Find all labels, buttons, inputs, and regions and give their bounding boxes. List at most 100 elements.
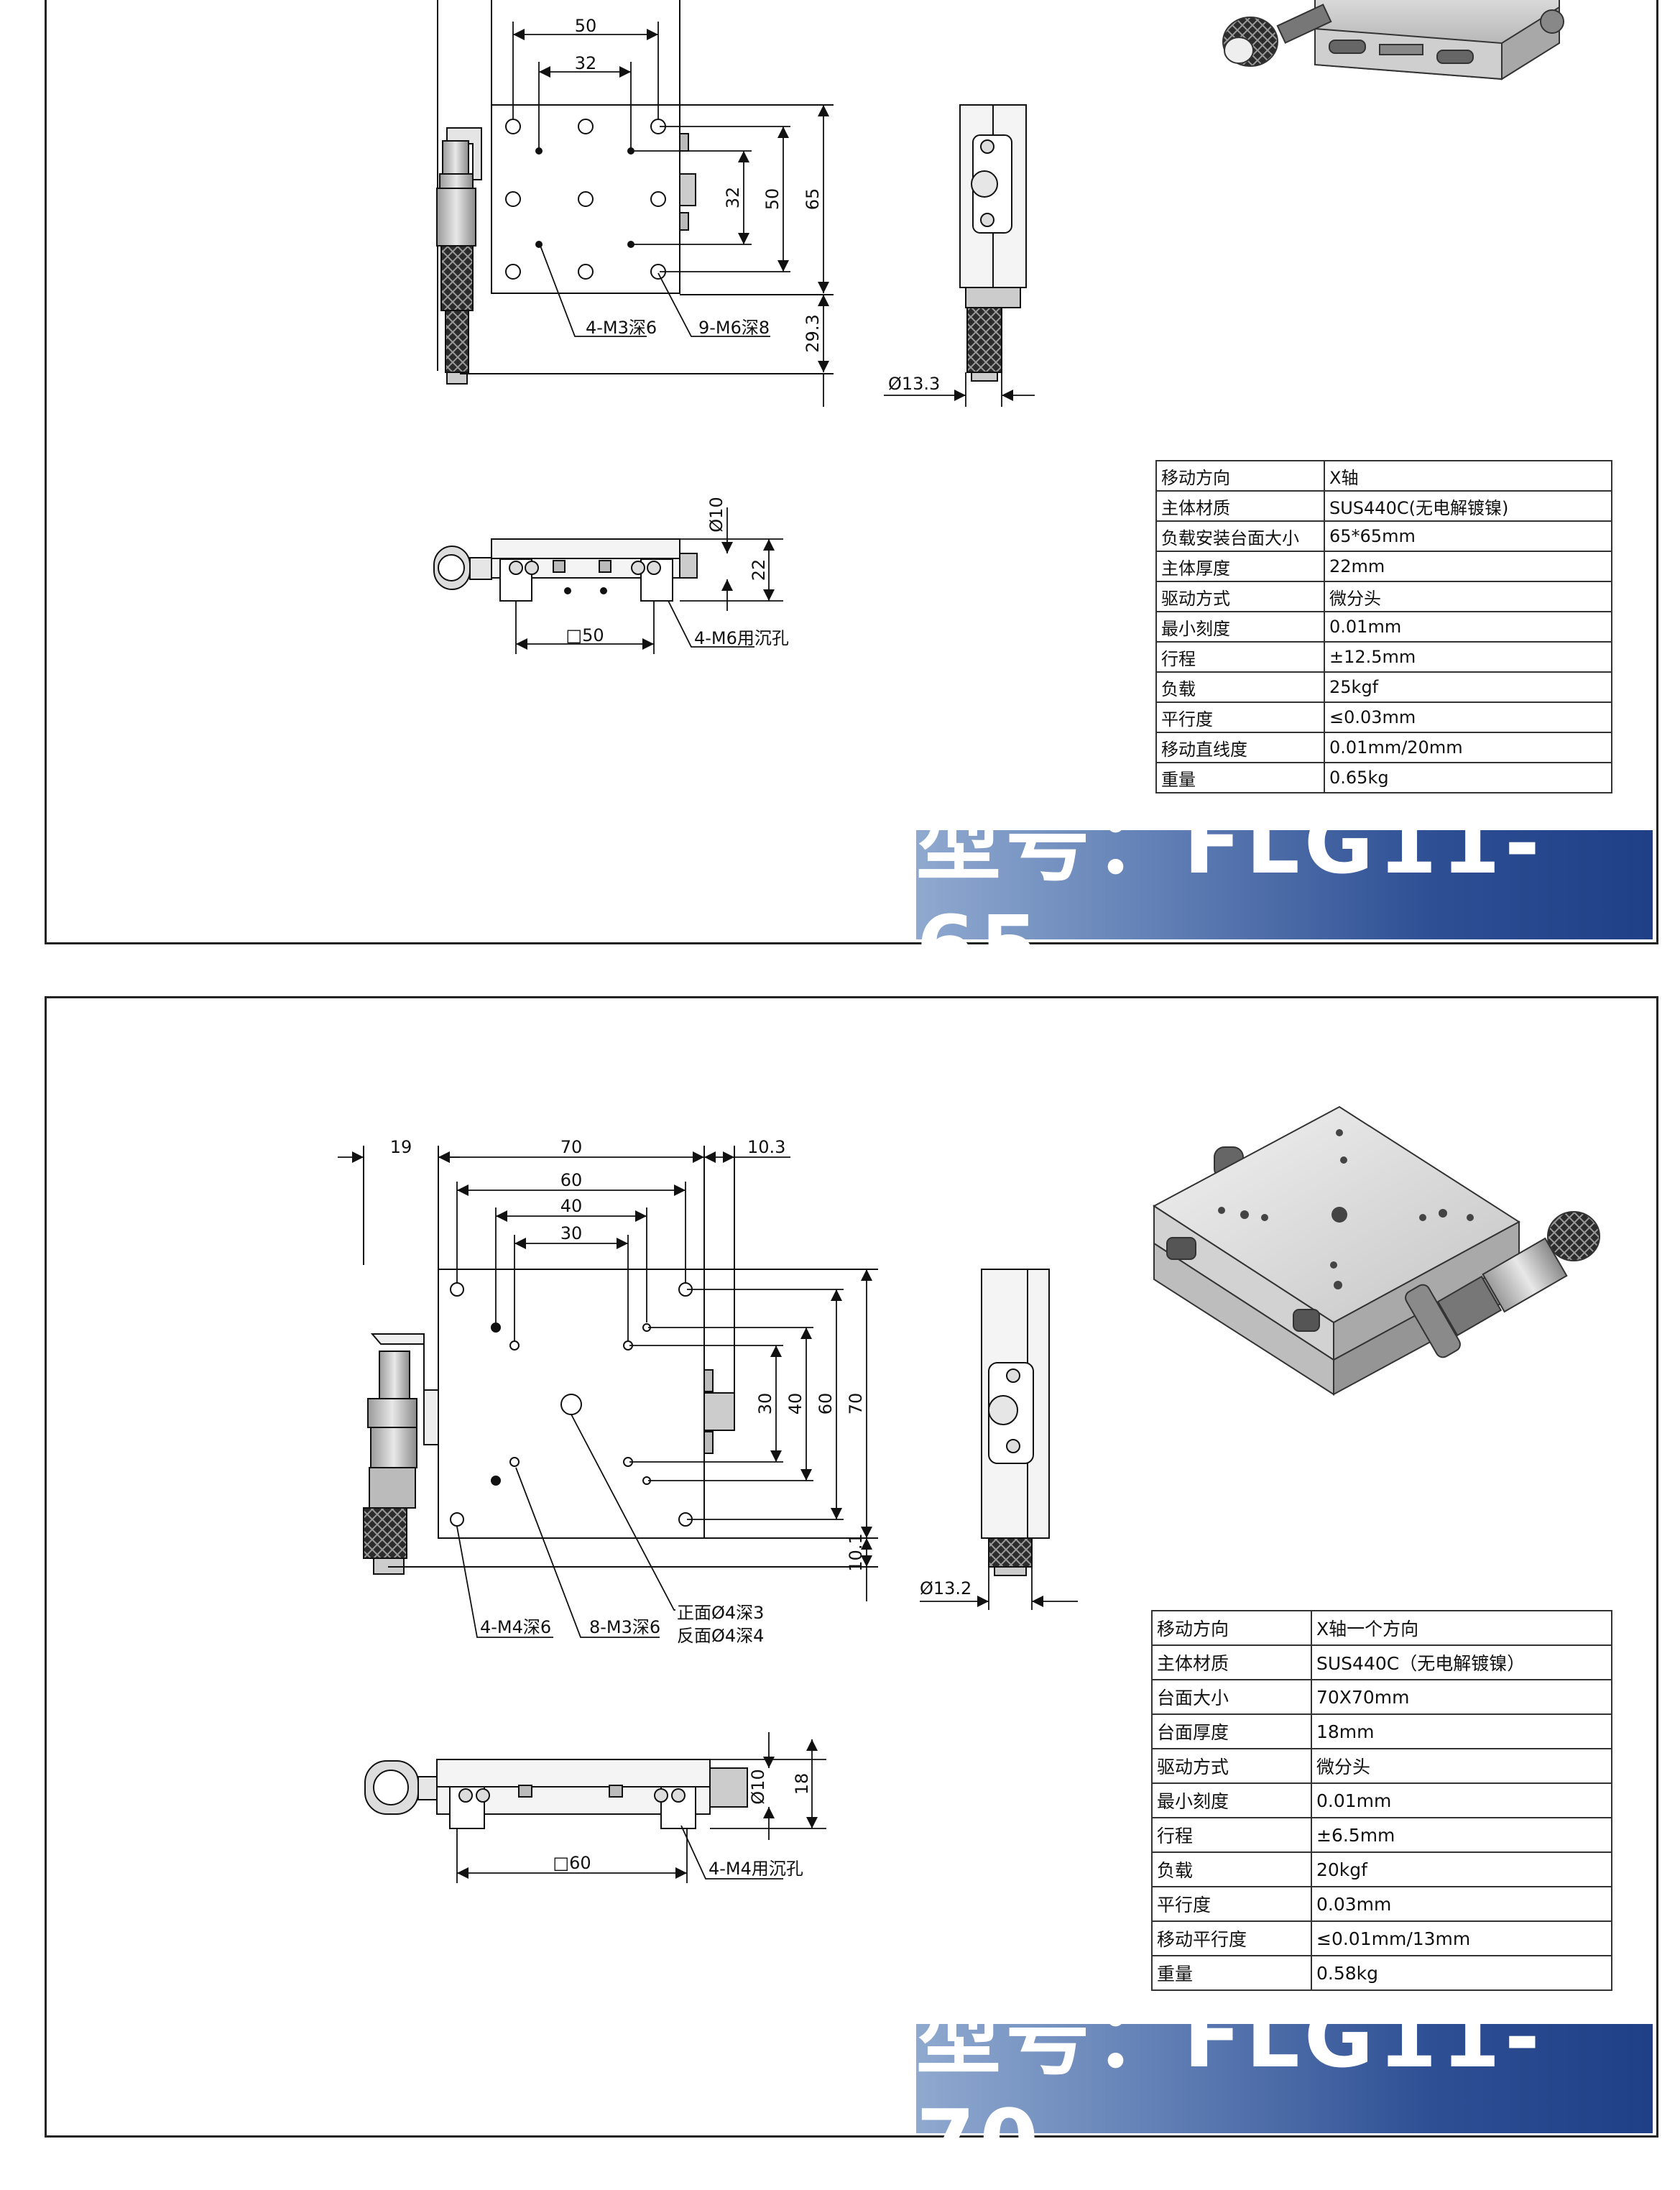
spec-value: 0.65kg [1324, 762, 1612, 793]
dim-phi-13-2: Ø13.2 [920, 1578, 971, 1598]
note-4-m6-hole: 4-M6用沉孔 [694, 628, 789, 648]
spec-value: ≤0.03mm [1324, 701, 1612, 733]
model-banner-flg11-70: 型号：FLG11-70 [916, 1987, 1653, 2190]
spec-key: 移动方向 [1155, 460, 1325, 492]
note-4-m3: 4-M3深6 [586, 318, 657, 338]
dim-10-3: 10.3 [747, 1137, 785, 1157]
spec-value: 18mm [1311, 1713, 1612, 1749]
spec-key: 重量 [1155, 762, 1325, 793]
flg11-70-front-view [364, 1759, 748, 1829]
dim-v18: 18 [792, 1773, 812, 1795]
flg11-65-3d-render [1222, 0, 1564, 80]
note-8-m3: 8-M3深6 [589, 1617, 660, 1637]
spec-row: 平行度≤0.03mm [1155, 701, 1612, 733]
dim-30: 30 [560, 1223, 583, 1243]
spec-value: 25kgf [1324, 671, 1612, 703]
dim-phi-10: Ø10 [706, 497, 726, 532]
flg11-65-front-dim-labels: □50 Ø10 22 4-M6用沉孔 [566, 497, 789, 648]
dim-v30: 30 [755, 1393, 775, 1415]
spec-key: 移动方向 [1151, 1610, 1312, 1646]
spec-key: 主体厚度 [1155, 551, 1325, 582]
spec-value: 65*65mm [1324, 520, 1612, 552]
flg11-65-front-dims [515, 507, 783, 654]
model-banner-flg11-65: 型号：FLG11-65 [916, 793, 1653, 996]
dim-32: 32 [575, 53, 597, 73]
flg11-70-front-dims [456, 1732, 826, 1883]
spec-key: 平行度 [1155, 701, 1325, 733]
dim-v32: 32 [723, 187, 743, 209]
note-4-m4-hole: 4-M4用沉孔 [709, 1859, 803, 1879]
note-back: 反面Ø4深4 [677, 1626, 764, 1646]
dim-phi-13-3: Ø13.3 [888, 374, 940, 394]
spec-value: 0.01mm [1311, 1782, 1612, 1818]
spec-key: 重量 [1151, 1955, 1312, 1991]
spec-value: 22mm [1324, 551, 1612, 582]
flg11-70-side-view [920, 1269, 1078, 1610]
spec-key: 行程 [1151, 1817, 1312, 1853]
note-9-m6: 9-M6深8 [698, 318, 770, 338]
spec-key: 移动平行度 [1151, 1920, 1312, 1956]
spec-value: SUS440C（无电解镀镍） [1311, 1644, 1612, 1680]
spec-value: 微分头 [1324, 581, 1612, 612]
spec-key: 负载 [1155, 671, 1325, 703]
dim-sq-60: □60 [553, 1853, 591, 1873]
spec-value: ±12.5mm [1324, 641, 1612, 673]
flg11-65-top-dim-labels: 50 32 32 50 65 29.3 4-M3深6 9-M6深8 [575, 16, 823, 353]
spec-row: 驱动方式微分头 [1155, 581, 1612, 612]
spec-key: 主体材质 [1151, 1644, 1312, 1680]
dim-60: 60 [560, 1170, 583, 1190]
spec-row: 行程±12.5mm [1155, 641, 1612, 673]
dim-70: 70 [560, 1137, 583, 1157]
flg11-65-side-view [884, 104, 1035, 407]
dim-v22: 22 [749, 559, 769, 581]
spec-key: 移动直线度 [1155, 732, 1325, 763]
spec-key: 负载 [1151, 1851, 1312, 1887]
dim-v65: 65 [803, 188, 823, 211]
spec-value: X轴一个方向 [1311, 1610, 1612, 1646]
spec-value: 0.58kg [1311, 1955, 1612, 1991]
flg11-65-top-dims [512, 22, 830, 407]
spec-value: 20kgf [1311, 1851, 1612, 1887]
dim-50: 50 [575, 16, 597, 36]
flg11-70-front-dim-labels: □60 Ø10 18 4-M4用沉孔 [553, 1769, 812, 1879]
spec-row: 行程±6.5mm [1151, 1817, 1612, 1853]
spec-key: 最小刻度 [1155, 611, 1325, 643]
flg11-65-top-view [436, 0, 834, 385]
spec-key: 负载安装台面大小 [1155, 520, 1325, 552]
dim-v50: 50 [762, 188, 783, 211]
spec-value: 0.01mm/20mm [1324, 732, 1612, 763]
spec-value: ≤0.01mm/13mm [1311, 1920, 1612, 1956]
spec-key: 行程 [1155, 641, 1325, 673]
spec-key: 台面厚度 [1151, 1713, 1312, 1749]
flg11-65-front-view [433, 538, 698, 602]
spec-key: 最小刻度 [1151, 1782, 1312, 1818]
flg11-70-top-dim-labels: 19 70 10.3 60 40 30 30 40 60 70 10.1 4-M… [390, 1137, 866, 1646]
model-title: 型号：FLG11-70 [916, 1987, 1544, 2190]
spec-key: 主体材质 [1155, 490, 1325, 522]
flg11-70-top-dims [338, 1151, 873, 1638]
flg11-70-3d-render [1153, 1105, 1600, 1396]
dim-v60: 60 [816, 1393, 836, 1415]
spec-value: SUS440C(无电解镀镍) [1324, 490, 1612, 522]
flg11-65-drawings: 50 32 32 50 65 29.3 4-M3深6 9-M6深8 Ø13.3 [433, 0, 1564, 654]
spec-row: 移动平行度≤0.01mm/13mm [1151, 1920, 1612, 1956]
dim-19: 19 [390, 1137, 412, 1157]
dim-sq-50: □50 [566, 625, 604, 645]
spec-value: 0.03mm [1311, 1886, 1612, 1922]
spec-value: ±6.5mm [1311, 1817, 1612, 1853]
